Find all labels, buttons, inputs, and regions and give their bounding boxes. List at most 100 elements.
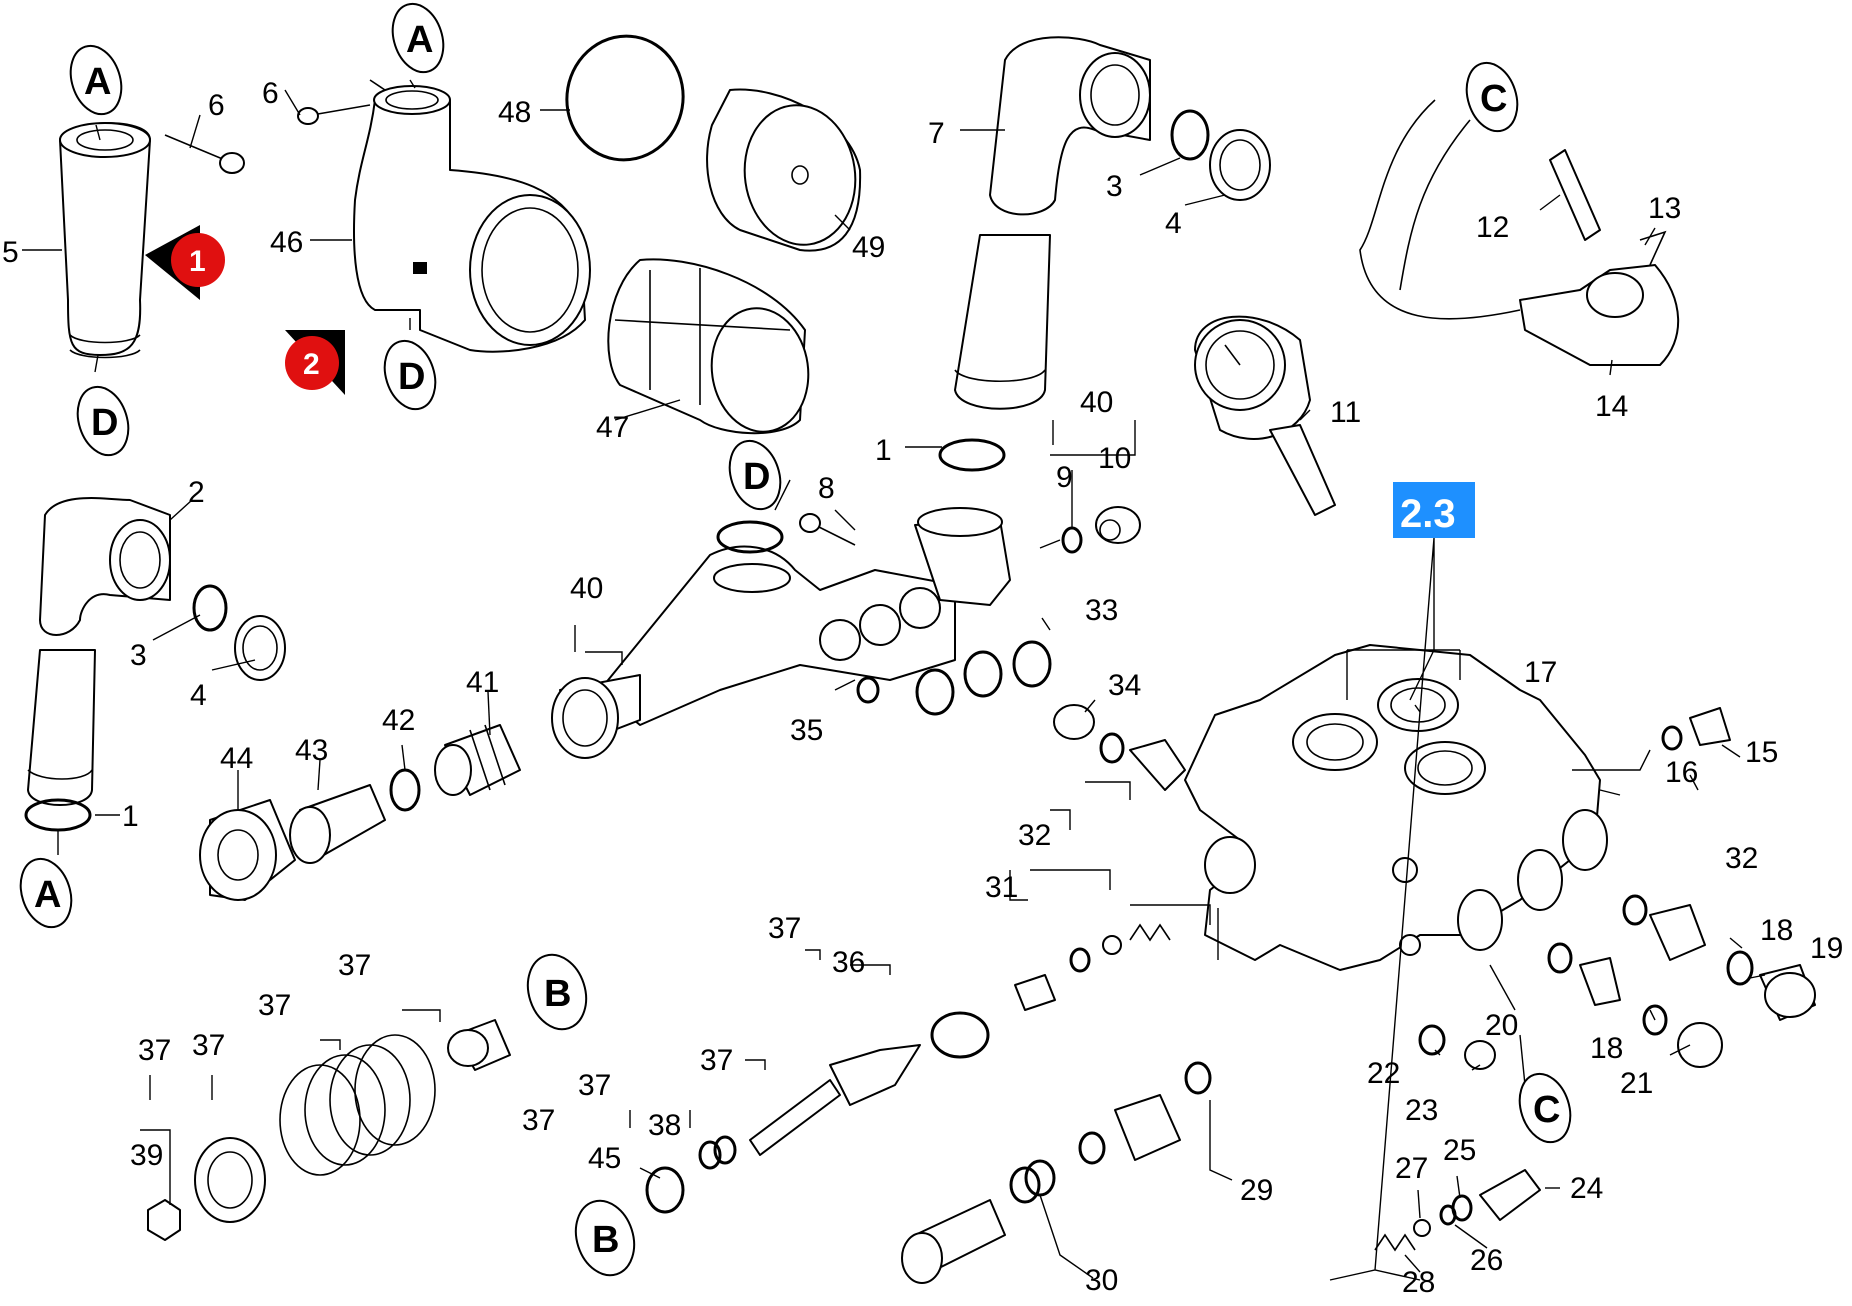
part-37-piston-rod bbox=[749, 1044, 921, 1156]
part-10-plug bbox=[1095, 506, 1141, 544]
part-40-threaded-connector bbox=[551, 674, 641, 759]
connector-c-top: C bbox=[1465, 61, 1519, 133]
label-49: 49 bbox=[852, 231, 885, 264]
part-18-o-ring-top bbox=[1726, 950, 1754, 986]
part-30-valve-insert bbox=[901, 1159, 1056, 1284]
part-d-o-ring bbox=[716, 520, 784, 554]
part-38-seal-pair bbox=[698, 1135, 737, 1170]
connector-d-filter: D bbox=[383, 339, 437, 411]
label-9: 9 bbox=[1056, 461, 1073, 494]
label-37: 37 bbox=[338, 949, 371, 982]
svg-text:C: C bbox=[1533, 1089, 1560, 1131]
label-37: 37 bbox=[700, 1044, 733, 1077]
label-25: 25 bbox=[1443, 1134, 1476, 1167]
part-number-labels: 5 6 6 46 48 49 47 7 3 4 1 12 13 14 11 40… bbox=[2, 77, 1843, 1299]
part-4-sleeve-left bbox=[234, 615, 286, 681]
label-8: 8 bbox=[818, 472, 835, 505]
label-37: 37 bbox=[768, 912, 801, 945]
part-49-filter-cap bbox=[706, 88, 862, 252]
svg-text:B: B bbox=[592, 1219, 619, 1261]
badge-2[interactable]: 2 bbox=[285, 330, 345, 395]
part-48-seal-ring bbox=[565, 34, 685, 162]
label-41: 41 bbox=[466, 666, 499, 699]
part-32-valve-right bbox=[1649, 904, 1706, 961]
label-37: 37 bbox=[522, 1104, 555, 1137]
part-3-o-ring-top bbox=[1170, 109, 1210, 161]
label-24: 24 bbox=[1570, 1172, 1603, 1205]
part-36-o-ring bbox=[930, 1011, 990, 1059]
part-34-valve bbox=[1053, 704, 1186, 791]
label-14: 14 bbox=[1595, 390, 1628, 423]
part-35-o-ring bbox=[856, 676, 880, 704]
part-33-o-ring-1 bbox=[915, 668, 955, 716]
label-40: 40 bbox=[570, 572, 603, 605]
svg-text:A: A bbox=[34, 874, 61, 916]
part-b-fitting bbox=[447, 1019, 511, 1071]
part-6-screw-left bbox=[164, 134, 245, 174]
part-18-o-ring-bottom bbox=[1642, 1004, 1668, 1036]
label-5: 5 bbox=[2, 236, 19, 269]
label-4: 4 bbox=[1165, 207, 1182, 240]
part-44-coupling-nut bbox=[199, 799, 296, 901]
svg-text:C: C bbox=[1480, 78, 1507, 120]
label-17: 17 bbox=[1524, 656, 1557, 689]
part-37-spring-seat bbox=[194, 1137, 266, 1223]
part-33-o-ring-2 bbox=[963, 650, 1003, 698]
part-47-strainer bbox=[607, 258, 810, 435]
part-32-o-ring-right bbox=[1622, 894, 1648, 926]
connector-b-bottom: B bbox=[574, 1199, 636, 1277]
label-4: 4 bbox=[190, 679, 207, 712]
label-43: 43 bbox=[295, 734, 328, 767]
label-15: 15 bbox=[1745, 736, 1778, 769]
label-1: 1 bbox=[875, 434, 892, 467]
connector-b-right: B bbox=[526, 953, 588, 1031]
label-39: 39 bbox=[130, 1139, 163, 1172]
connector-a-top: A bbox=[391, 2, 445, 74]
part-19-plug bbox=[1759, 964, 1816, 1021]
part-15-plug bbox=[1661, 707, 1731, 751]
svg-text:D: D bbox=[743, 456, 770, 498]
label-12: 12 bbox=[1476, 211, 1509, 244]
label-22: 22 bbox=[1367, 1057, 1400, 1090]
part-3-o-ring-left bbox=[192, 584, 228, 632]
label-18: 18 bbox=[1590, 1032, 1623, 1065]
part-40-inlet-manifold bbox=[599, 507, 1011, 726]
label-34: 34 bbox=[1108, 669, 1141, 702]
label-13: 13 bbox=[1648, 192, 1681, 225]
group-label-2-3[interactable]: 2.3 bbox=[1393, 482, 1475, 538]
svg-text:D: D bbox=[398, 356, 425, 398]
badge-1[interactable]: 1 bbox=[145, 225, 225, 300]
label-27: 27 bbox=[1395, 1152, 1428, 1185]
label-28: 28 bbox=[1402, 1266, 1435, 1299]
part-11-pressure-gauge bbox=[1194, 315, 1336, 516]
part-39-nut bbox=[147, 1199, 181, 1241]
label-2: 2 bbox=[188, 476, 205, 509]
label-26: 26 bbox=[1470, 1244, 1503, 1277]
label-31: 31 bbox=[985, 871, 1018, 904]
label-35: 35 bbox=[790, 714, 823, 747]
label-47: 47 bbox=[596, 411, 629, 444]
part-13-clip bbox=[1639, 230, 1667, 266]
label-37: 37 bbox=[192, 1029, 225, 1062]
label-30: 30 bbox=[1085, 1264, 1118, 1297]
label-19: 19 bbox=[1810, 932, 1843, 965]
label-38: 38 bbox=[648, 1109, 681, 1142]
part-46-filter-housing bbox=[353, 79, 591, 353]
label-6: 6 bbox=[208, 89, 225, 122]
part-37-spring bbox=[279, 1034, 436, 1176]
label-3: 3 bbox=[130, 639, 147, 672]
part-12-pressure-sensor bbox=[1549, 149, 1601, 241]
svg-text:D: D bbox=[91, 402, 118, 444]
part-9-o-ring bbox=[1061, 526, 1083, 554]
part-5-suction-hose bbox=[59, 122, 151, 359]
part-21-plug bbox=[1677, 1022, 1723, 1068]
label-36: 36 bbox=[832, 946, 865, 979]
connector-a-left-top: A bbox=[69, 44, 123, 116]
connector-a-left-bottom: A bbox=[19, 857, 73, 929]
label-45: 45 bbox=[588, 1142, 621, 1175]
label-37: 37 bbox=[258, 989, 291, 1022]
part-2-elbow-hose bbox=[27, 497, 171, 806]
part-1-o-ring-center bbox=[938, 438, 1006, 472]
label-23: 23 bbox=[1405, 1094, 1438, 1127]
part-20-valve bbox=[1579, 957, 1621, 1006]
